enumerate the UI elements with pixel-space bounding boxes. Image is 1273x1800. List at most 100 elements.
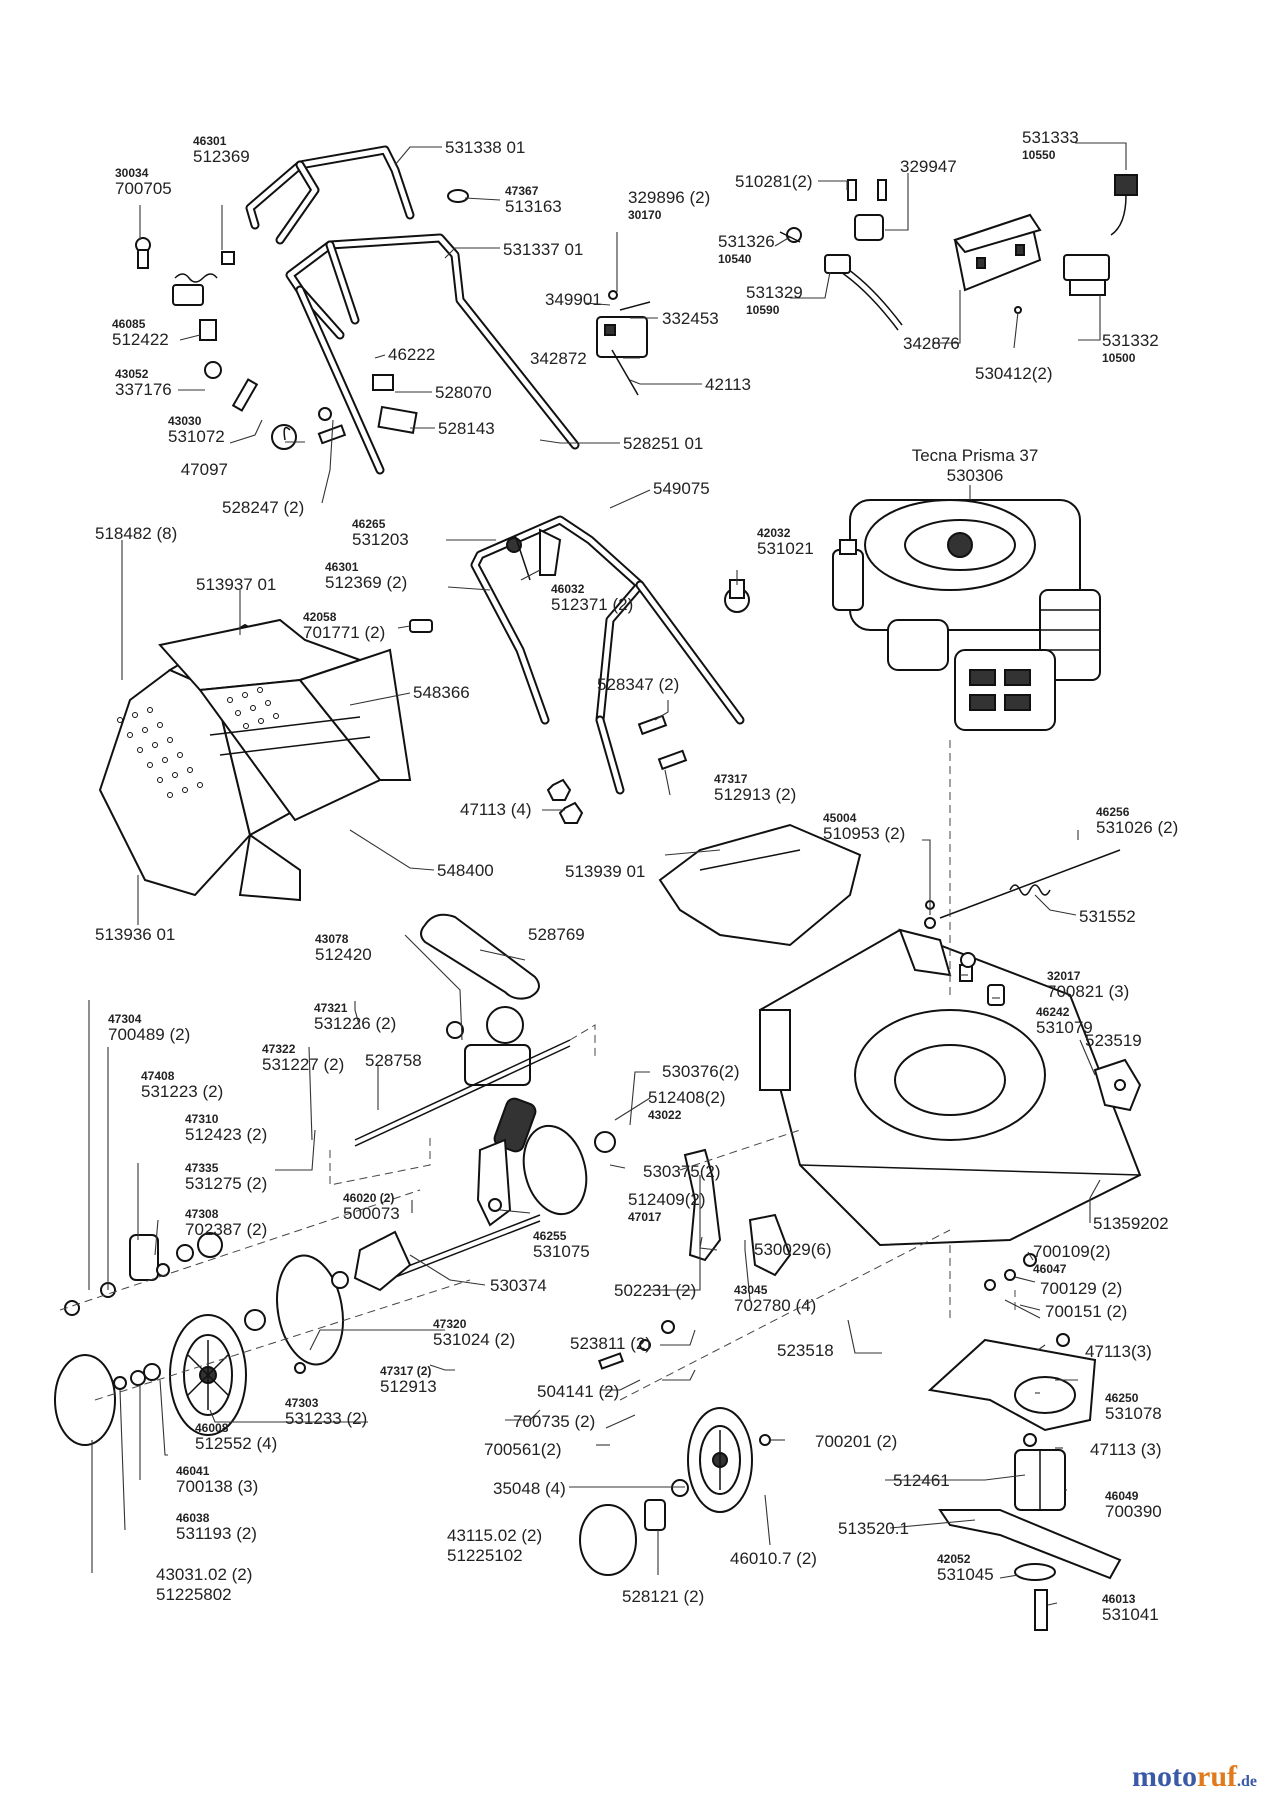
part-label: 47113(3) [1085,1342,1152,1361]
part-label: 510281(2) [735,172,813,191]
part-label: 700151 (2) [1045,1302,1127,1321]
part-number-text: 548366 [413,683,470,702]
part-number-text: 531275 (2) [185,1174,267,1193]
part-number-text: 512371 (2) [551,595,633,614]
part-number-text: 46085 [112,317,146,331]
part-label: 51359202 [1093,1214,1169,1233]
part-label: 46020 (2)500073 [343,1191,400,1223]
grass-catcher-drawing [98,618,412,902]
part-label: 35048 (4) [493,1479,566,1498]
part-label: 43115.02 (2)51225102 [447,1526,542,1565]
part-label: 700561(2) [484,1440,562,1459]
part-label: 528769 [528,925,585,944]
part-label: 528758 [365,1051,422,1070]
part-number-text: 47310 [185,1112,219,1126]
part-number-text: 43052 [115,367,149,381]
leader-lines [88,142,1127,1606]
part-label: 329896 (2)30170 [628,188,710,222]
part-number-text: 47113 (3) [1090,1440,1162,1459]
part-number-text: 700489 (2) [108,1025,190,1044]
part-number-text: 42052 [937,1552,971,1566]
part-label: 342872 [530,349,587,368]
part-number-text: 518482 (8) [95,524,177,543]
part-number-text: 530306 [947,466,1004,485]
part-number-text: 46032 [551,582,585,596]
part-number-text: 46265 [352,517,386,531]
part-number-text: 700151 (2) [1045,1302,1127,1321]
part-number-text: 46041 [176,1464,210,1478]
part-label: 329947 [900,157,957,176]
part-number-text: 10590 [746,303,780,317]
part-label: 332453 [662,309,719,328]
part-number-text: 46301 [193,134,227,148]
part-label: 512408(2)43022 [648,1088,726,1122]
part-label: 513937 01 [196,575,276,594]
part-number-text: 342876 [903,334,960,353]
part-number-text: 42032 [757,526,791,540]
part-number-text: 531227 (2) [262,1055,344,1074]
part-number-text: 47304 [108,1012,142,1026]
part-number-text: Tecna Prisma 37 [912,446,1039,465]
part-number-text: 531552 [1079,907,1136,926]
part-number-text: 702780 (4) [734,1296,816,1315]
part-number-text: 530374 [490,1276,547,1295]
part-label: 502231 (2) [614,1281,696,1300]
part-number-text: 46047 [1033,1262,1067,1276]
part-number-text: 47320 [433,1317,467,1331]
part-label: 528121 (2) [622,1587,704,1606]
part-number-text: 35048 (4) [493,1479,566,1498]
part-number-text: 531223 (2) [141,1082,223,1101]
part-label: 512461 [893,1471,950,1490]
part-number-text: 46049 [1105,1489,1139,1503]
part-number-text: 30034 [115,166,149,180]
part-number-text: 51225102 [447,1546,523,1565]
part-number-text: 42113 [705,375,751,394]
part-number-text: 700201 (2) [815,1432,897,1451]
part-number-text: 528758 [365,1051,422,1070]
part-number-text: 512369 (2) [325,573,407,592]
part-number-text: 329947 [900,157,957,176]
part-number-text: 523811 (2) [570,1334,651,1353]
part-number-text: 531329 [746,283,803,302]
part-label: 700201 (2) [815,1432,897,1451]
part-label: 43031.02 (2)51225802 [156,1565,252,1604]
part-number-text: 342872 [530,349,587,368]
part-number-text: 329896 (2) [628,188,710,207]
part-number-text: 46010.7 (2) [730,1549,817,1568]
part-number-text: 512369 [193,147,250,166]
part-number-text: 46242 [1036,1005,1070,1019]
part-number-text: 46038 [176,1511,210,1525]
part-number-text: 51225802 [156,1585,232,1604]
watermark-part-3: .de [1237,1773,1257,1790]
rear-wheel-drawing [169,1314,247,1436]
part-number-text: 530375(2) [643,1162,721,1181]
part-label: 47097 [181,460,228,479]
part-number-text: 531203 [352,530,409,549]
part-number-text: 43078 [315,932,349,946]
part-number-text: 702387 (2) [185,1220,267,1239]
part-number-text: 10550 [1022,148,1056,162]
part-number-text: 510281(2) [735,172,813,191]
part-number-text: 43115.02 (2) [447,1526,542,1545]
front-wheel-drawing [687,1407,753,1513]
part-label: 513936 01 [95,925,175,944]
part-number-text: 51359202 [1093,1214,1169,1233]
part-label: 523811 (2) [570,1334,651,1353]
